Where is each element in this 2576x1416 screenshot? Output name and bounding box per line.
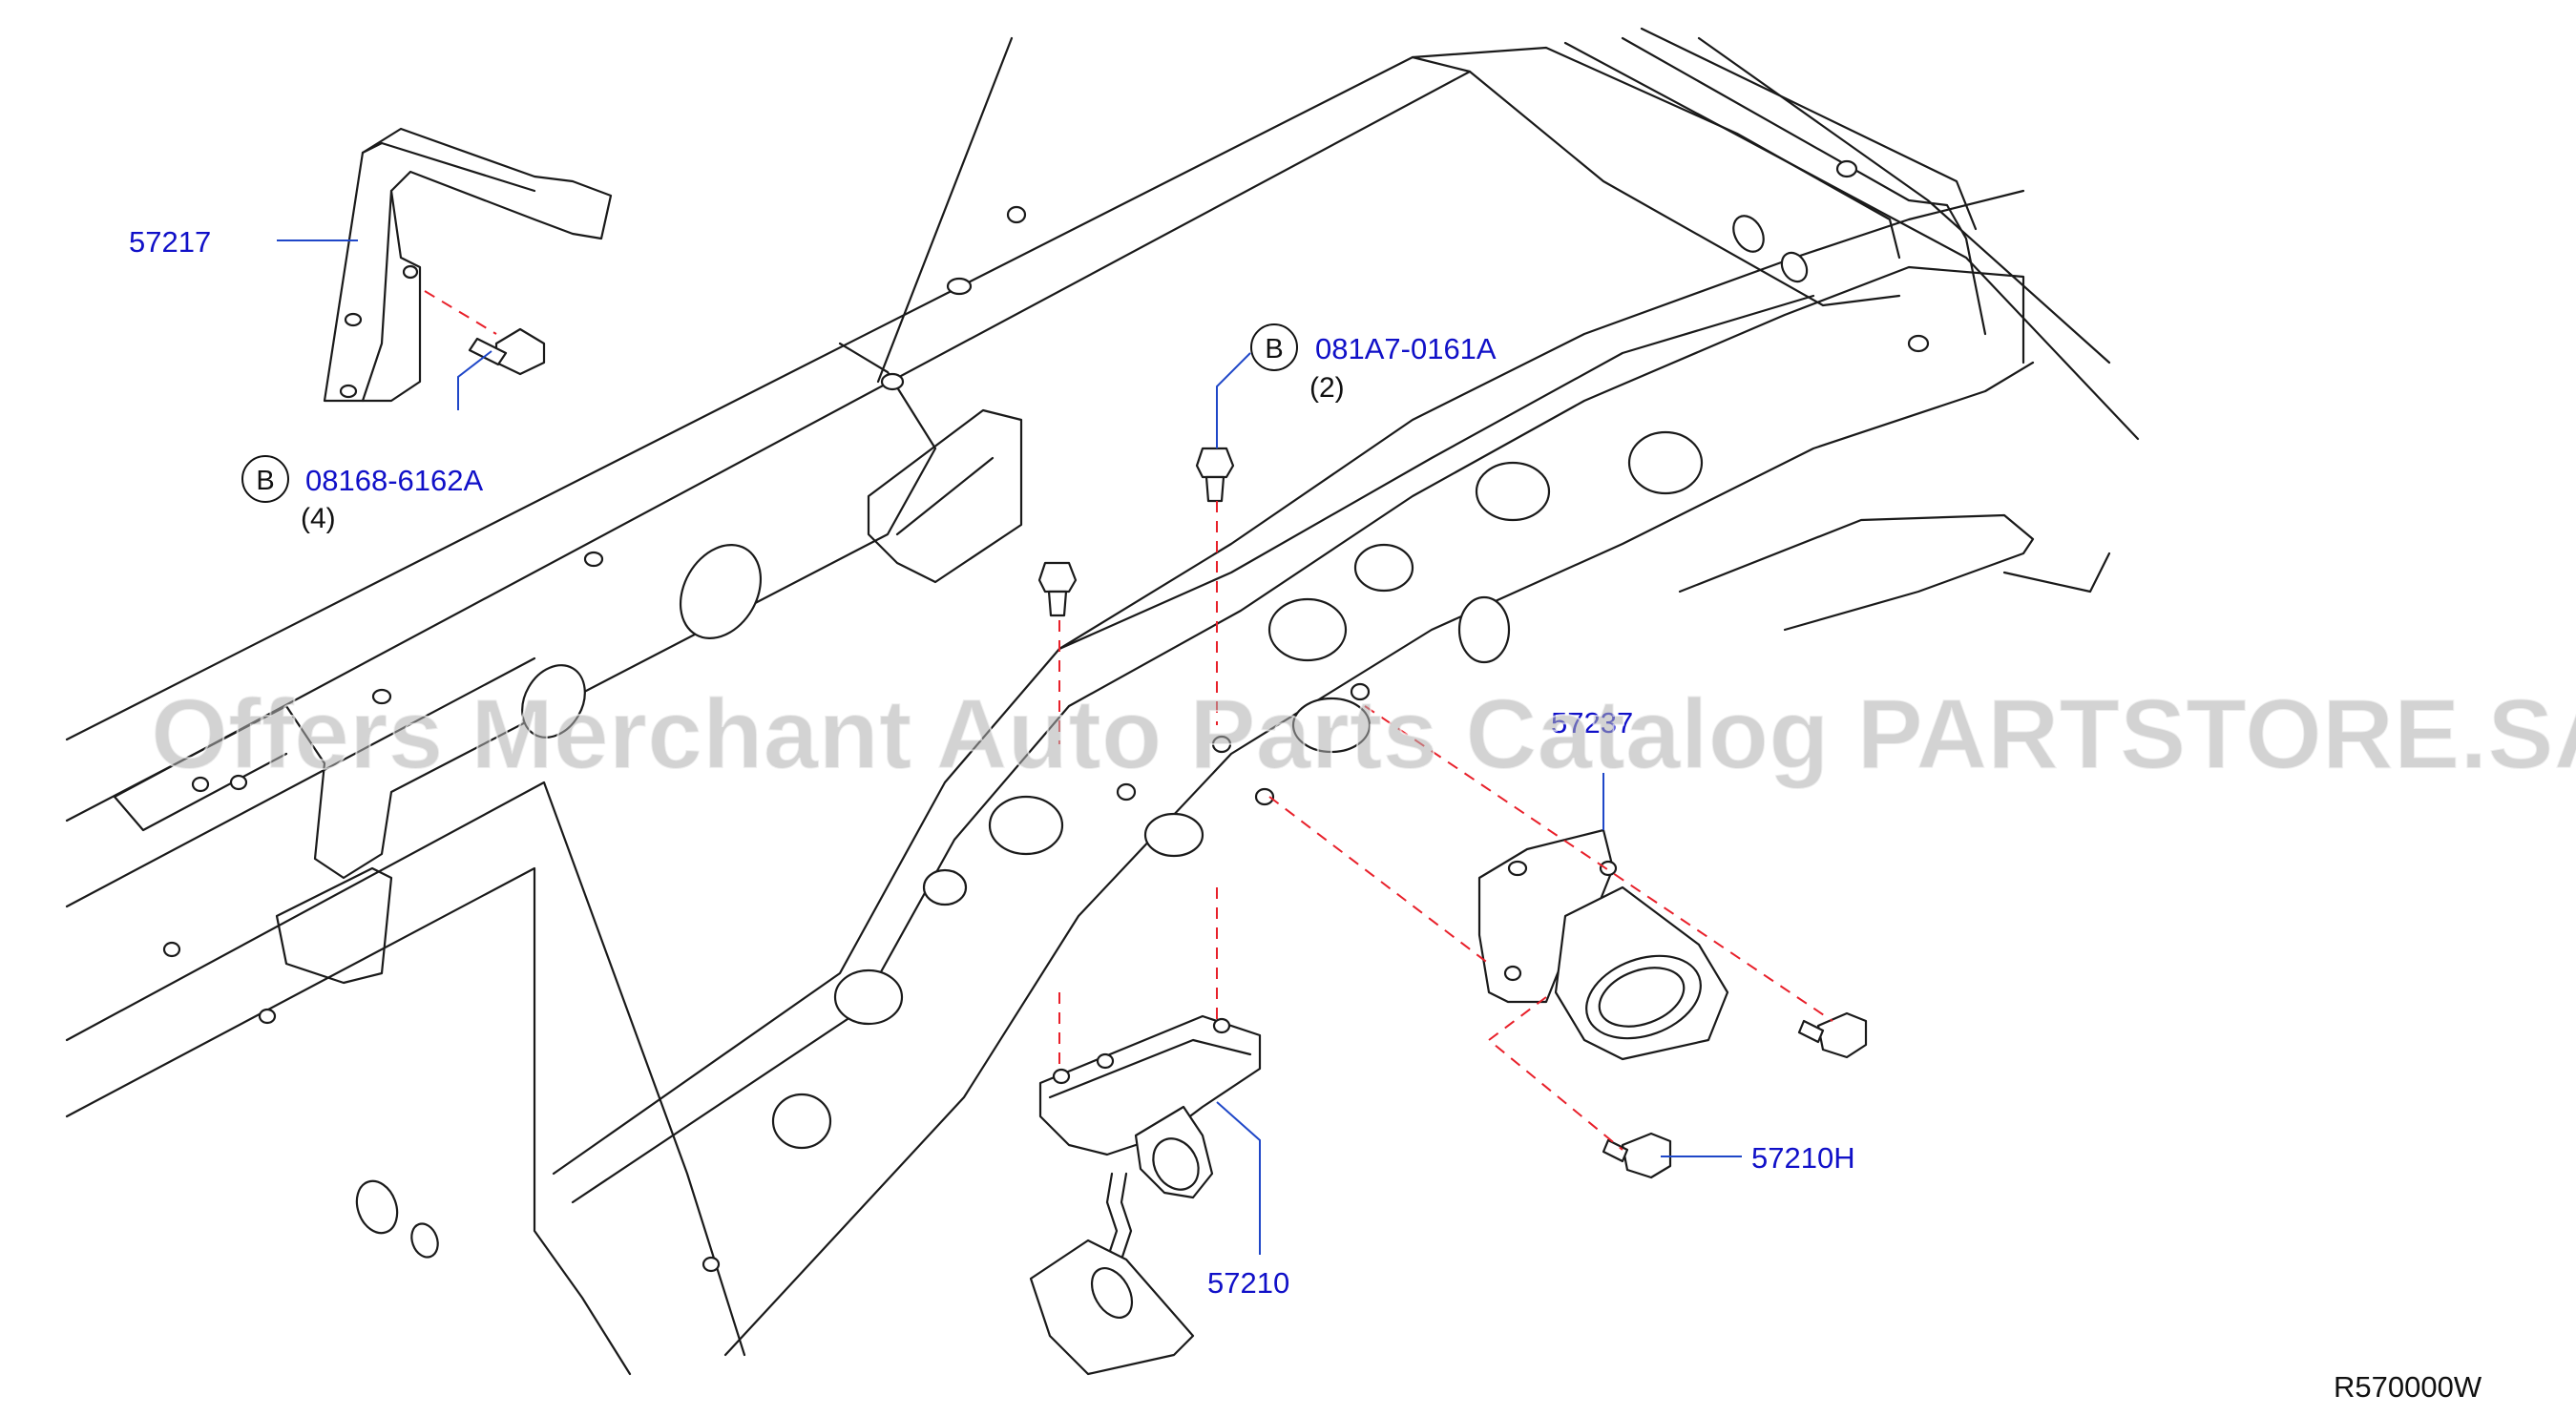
callout-57217[interactable]: 57217 bbox=[129, 225, 211, 259]
bolt-081A7-0161A-b bbox=[1037, 561, 1078, 617]
bolt-marker-letter: B bbox=[256, 466, 274, 496]
part-57210-winch bbox=[1029, 1014, 1262, 1376]
leader-lines bbox=[277, 239, 1742, 1255]
part-57237-receiver bbox=[1477, 828, 1729, 1061]
part-number-081A7-0161A: 081A7-0161A bbox=[1315, 332, 1497, 365]
callout-081A7-0161A[interactable]: B 081A7-0161A (2) bbox=[1250, 323, 1497, 404]
callout-57237[interactable]: 57237 bbox=[1551, 706, 1633, 739]
callout-57210H[interactable]: 57210H bbox=[1751, 1141, 1855, 1175]
part-number-57237: 57237 bbox=[1551, 706, 1633, 739]
assembly-dash-lines bbox=[424, 290, 1833, 1151]
bolt-marker-letter: B bbox=[1265, 334, 1283, 364]
screw-57210H-a bbox=[1797, 1011, 1868, 1059]
quantity-081A7-0161A: (2) bbox=[1309, 372, 1345, 404]
frame-outline bbox=[65, 27, 2140, 1376]
bolt-08168-6162A bbox=[468, 327, 546, 376]
diagram-code: R570000W bbox=[2334, 1370, 2482, 1404]
part-number-57210H: 57210H bbox=[1751, 1141, 1855, 1175]
bolt-marker-circle bbox=[1250, 323, 1298, 371]
part-number-57217: 57217 bbox=[129, 225, 211, 259]
part-57217-bracket bbox=[323, 127, 613, 403]
callout-08168-6162A[interactable]: B 08168-6162A (4) bbox=[241, 455, 483, 534]
quantity-08168-6162A: (4) bbox=[301, 503, 336, 534]
watermark-text: Offers Merchant Auto Parts Catalog PARTS… bbox=[151, 679, 2576, 790]
part-number-08168-6162A: 08168-6162A bbox=[305, 464, 483, 497]
bolt-081A7-0161A-a bbox=[1195, 447, 1235, 503]
frame-holes bbox=[162, 159, 1930, 1273]
callout-57210[interactable]: 57210 bbox=[1207, 1266, 1289, 1300]
screw-57210H-b bbox=[1602, 1132, 1672, 1179]
bolt-marker-circle bbox=[241, 455, 289, 503]
part-number-57210: 57210 bbox=[1207, 1266, 1289, 1300]
